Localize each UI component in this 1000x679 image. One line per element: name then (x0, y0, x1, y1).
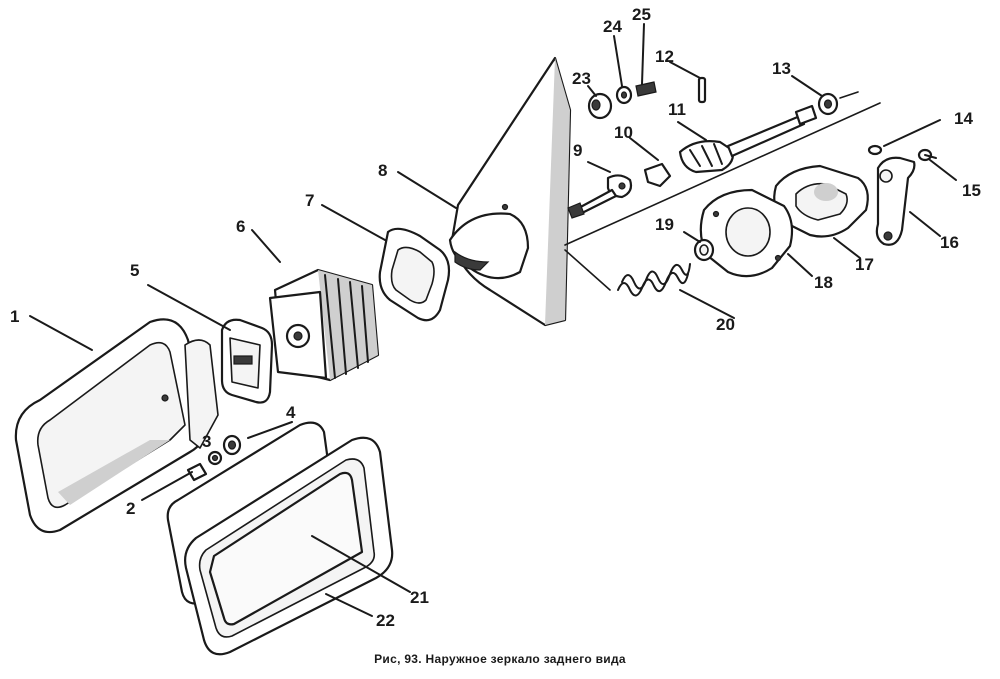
part-1-mirror-housing (14, 318, 219, 534)
leader-24 (613, 35, 623, 87)
part-13-washer (817, 92, 839, 116)
part-16-lever-arm (875, 156, 916, 246)
leader-9 (587, 161, 611, 173)
callout-23: 23 (572, 69, 591, 88)
part-18-cam-housing (699, 188, 794, 278)
callout-22: 22 (376, 611, 395, 630)
callout-3: 3 (202, 432, 211, 451)
leader-22 (325, 593, 373, 617)
callout-12: 12 (655, 47, 674, 66)
leader-1 (29, 315, 93, 351)
leader-6 (251, 229, 281, 263)
callout-9: 9 (573, 141, 582, 160)
callout-21: 21 (410, 588, 429, 607)
part-8-base (448, 56, 572, 327)
callout-15: 15 (962, 181, 981, 200)
part-6-bellows-boot (268, 268, 380, 382)
part-5-plate (220, 318, 274, 404)
callout-4: 4 (286, 403, 296, 422)
leader-21 (311, 535, 411, 593)
callout-19: 19 (655, 215, 674, 234)
part-23-bushing (587, 92, 613, 120)
callout-20: 20 (716, 315, 735, 334)
part-19-ring (693, 238, 715, 262)
leader-19 (683, 231, 701, 243)
part-7-gasket (378, 227, 451, 322)
part-15-screw (917, 148, 937, 162)
part-2-clip (186, 462, 208, 482)
leader-5 (147, 284, 231, 331)
callout-10: 10 (614, 123, 633, 142)
callout-18: 18 (814, 273, 833, 292)
part-11-control-lever (678, 104, 818, 174)
leader-lines (29, 23, 957, 617)
part-14-screw (867, 144, 883, 156)
leader-12 (669, 61, 701, 79)
part-25-screw (635, 81, 657, 97)
leader-10 (629, 137, 659, 161)
leader-25 (641, 23, 645, 85)
part-17-cover (773, 164, 869, 238)
callout-6: 6 (236, 217, 245, 236)
leader-14 (883, 119, 941, 147)
callout-2: 2 (126, 499, 135, 518)
leader-7 (321, 204, 386, 241)
callout-7: 7 (305, 191, 314, 210)
callout-24: 24 (603, 17, 622, 36)
callout-8: 8 (378, 161, 387, 180)
leader-17 (833, 237, 861, 259)
part-3-nut (207, 450, 223, 466)
part-24-washer (615, 85, 633, 105)
figure-caption: Рис, 93. Наружное зеркало заднего вида (374, 652, 626, 666)
part-9-pivot (567, 174, 633, 219)
part-20-spring (617, 263, 691, 297)
callout-13: 13 (772, 59, 791, 78)
callout-25: 25 (632, 5, 651, 24)
callout-17: 17 (855, 255, 874, 274)
part-12-pin (697, 76, 707, 104)
leader-13 (791, 75, 823, 97)
leader-11 (677, 121, 707, 141)
leader-16 (909, 211, 941, 237)
callout-16: 16 (940, 233, 959, 252)
callout-11: 11 (668, 100, 686, 119)
leader-20 (679, 289, 735, 319)
leader-15 (929, 159, 957, 181)
leader-23 (587, 85, 597, 97)
part-10-clip (643, 162, 672, 188)
callout-1: 1 (10, 307, 19, 326)
leader-8 (397, 171, 457, 209)
part-4-washer (222, 434, 242, 456)
leader-4 (247, 421, 293, 439)
leader-18 (787, 253, 813, 277)
callout-14: 14 (954, 109, 973, 128)
assembly-axis-lines (564, 91, 881, 291)
leader-2 (141, 471, 193, 501)
part-22-rubber-frame (184, 436, 394, 656)
callout-labels: 1 2 3 4 5 6 7 8 9 10 11 12 13 14 15 16 1… (10, 5, 981, 630)
callout-5: 5 (130, 261, 139, 280)
